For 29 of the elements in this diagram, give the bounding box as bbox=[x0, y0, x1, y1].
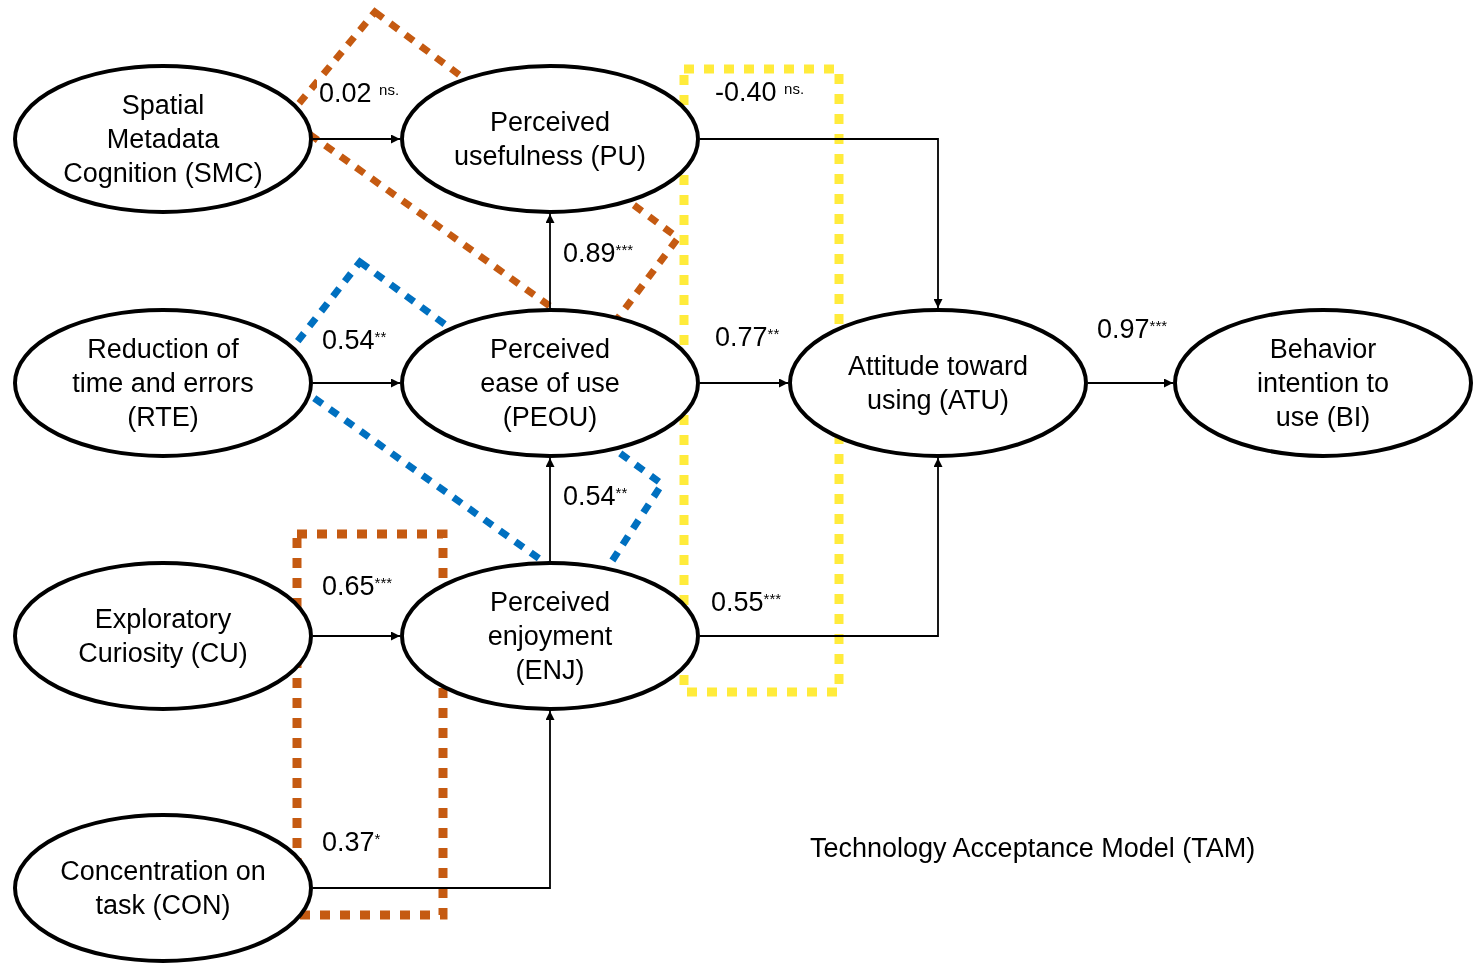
arrow bbox=[312, 378, 401, 388]
node-label: Reduction of time and errors (RTE) bbox=[71, 333, 255, 434]
arrow bbox=[312, 631, 401, 641]
node-label: Exploratory Curiosity (CU) bbox=[77, 603, 249, 670]
ellipse-node bbox=[1173, 308, 1473, 458]
arrow bbox=[545, 213, 555, 309]
arrow bbox=[699, 138, 943, 309]
model-caption: Technology Acceptance Model (TAM) bbox=[810, 832, 1256, 864]
ellipse-node bbox=[400, 64, 700, 214]
node-label: Perceived usefulness (PU) bbox=[452, 106, 648, 173]
arrow bbox=[312, 710, 555, 889]
node-label: Perceived enjoyment (ENJ) bbox=[486, 586, 614, 687]
arrow bbox=[699, 378, 789, 388]
ellipse-node bbox=[13, 813, 313, 963]
node-label: Spatial Metadata Cognition (SMC) bbox=[63, 89, 263, 190]
ellipse-node bbox=[788, 308, 1088, 458]
ellipse-node bbox=[13, 64, 313, 214]
arrow bbox=[545, 457, 555, 562]
ellipse-node bbox=[13, 561, 313, 711]
arrow bbox=[1087, 378, 1174, 388]
arrow bbox=[699, 457, 943, 637]
node-label: Perceived ease of use (PEOU) bbox=[479, 333, 621, 434]
ellipse-node bbox=[400, 308, 700, 458]
ellipse-node bbox=[400, 561, 700, 711]
node-label: Concentration on task (CON) bbox=[59, 855, 267, 922]
node-label: Attitude toward using (ATU) bbox=[846, 350, 1030, 417]
arrow bbox=[312, 134, 401, 144]
node-label: Behavior intention to use (BI) bbox=[1255, 333, 1391, 434]
ellipse-node bbox=[13, 308, 313, 458]
